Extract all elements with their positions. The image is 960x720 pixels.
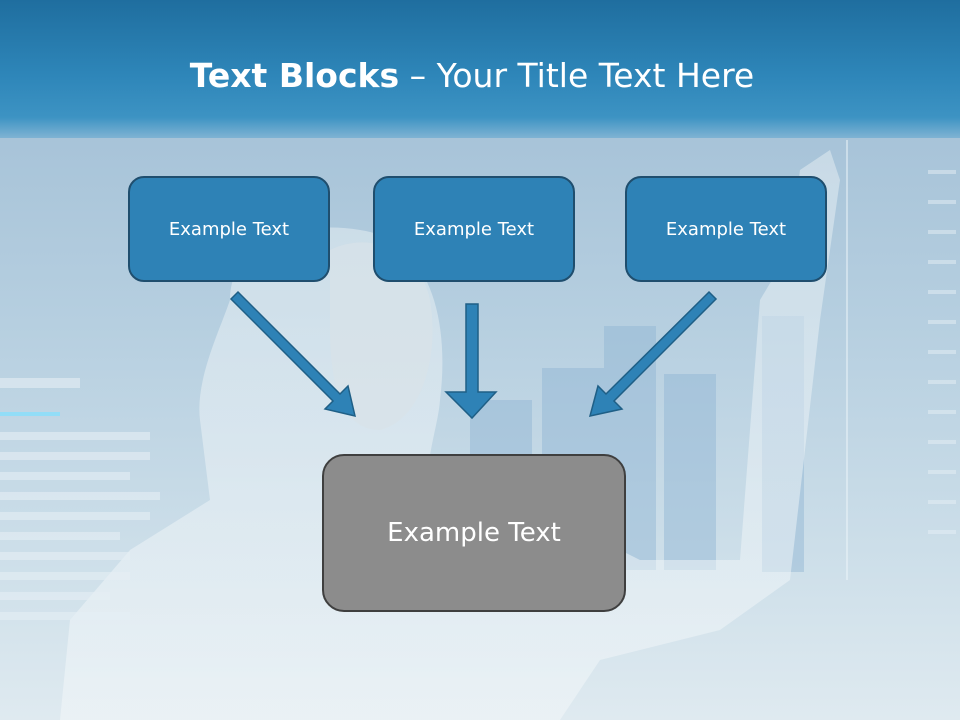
arrow-left-icon xyxy=(229,290,357,418)
arrow-right-icon xyxy=(588,290,718,417)
text-block-2[interactable]: Example Text xyxy=(373,176,575,282)
text-block-2-label: Example Text xyxy=(413,218,535,240)
text-block-3-label: Example Text xyxy=(665,218,787,240)
arrow-center-icon xyxy=(444,303,498,420)
text-block-3[interactable]: Example Text xyxy=(625,176,827,282)
title-bar xyxy=(0,0,960,138)
text-block-1[interactable]: Example Text xyxy=(128,176,330,282)
title-rest: – Your Title Text Here xyxy=(399,56,755,95)
slide-title: Text Blocks – Your Title Text Here xyxy=(0,56,944,95)
title-bold: Text Blocks xyxy=(189,56,400,95)
target-block-label: Example Text xyxy=(387,518,561,548)
text-block-1-label: Example Text xyxy=(168,218,290,240)
target-block[interactable]: Example Text xyxy=(322,454,626,612)
